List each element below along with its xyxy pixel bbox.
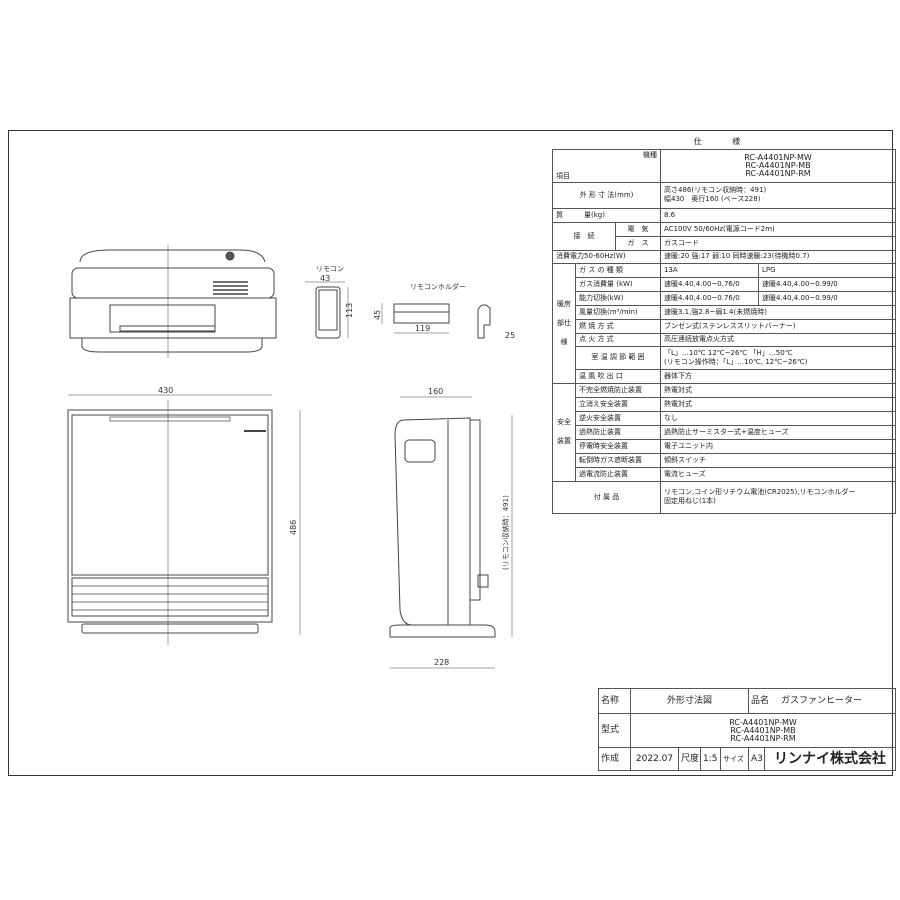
row-value: 傾斜スイッチ (659, 452, 897, 468)
svg-text:430: 430 (158, 386, 173, 395)
svg-text:25: 25 (505, 331, 515, 340)
size: A3 (748, 747, 766, 771)
row-label: 室 温 調 節 範 囲 (575, 345, 661, 370)
elec-value: AC100V 50/60Hz(電源コード2m) (659, 221, 897, 237)
product-label: 品名 (751, 695, 770, 706)
row-label: 過熱防止装置 (575, 424, 661, 440)
spec-title: 仕 様 (552, 135, 896, 150)
row-value: 電子ユニット内 (659, 438, 897, 454)
row-label: 立消え安全装置 (575, 396, 661, 412)
row-label: 温 風 吹 出 口 (575, 368, 661, 384)
dims-value: 高さ486(リモコン収納時：491)幅430 奥行160 (ベース228) (659, 181, 897, 209)
svg-text:45: 45 (373, 310, 382, 320)
knob-icon (225, 251, 235, 261)
connection-label: 接 続 (552, 221, 616, 251)
row-label: 過電流防止装置 (575, 466, 661, 482)
row-label: ガス消費量 (kW) (575, 276, 661, 292)
row-label: 逆火安全装置 (575, 410, 661, 426)
row-value: ブンゼン式(ステンレススリットバーナー) (659, 318, 897, 334)
front-view: 430 486 (67, 386, 301, 645)
power-value: 速暖:20 強:17 弱:10 同時速暖:23(待機時0.7) (659, 249, 897, 264)
row-value: 熱電対式 (659, 396, 897, 412)
row-value: 「L」…10℃ 12℃~26℃ 「H」…50℃(リモコン操作時：「L」…10℃,… (659, 345, 897, 370)
svg-text:119: 119 (415, 324, 430, 333)
gas-value: ガスコード (659, 235, 897, 251)
svg-text:113: 113 (345, 303, 354, 318)
row-label: 点 火 方 式 (575, 332, 661, 347)
svg-text:43: 43 (320, 274, 330, 283)
row-label: 停電時安全装置 (575, 438, 661, 454)
value-13a: 速暖4.40,4.00~0.76/0 (660, 276, 759, 292)
company-name: リンナイ株式会社 (764, 747, 897, 771)
name-label: 名称 (598, 688, 631, 714)
row-value: 電流ヒューズ (659, 466, 897, 482)
top-view (69, 245, 277, 358)
safety-group: 安全装置 (552, 382, 576, 482)
header-cell: 機種項目 (552, 148, 661, 183)
scale-label: 尺度 (678, 747, 701, 771)
remote-holder-drawing: リモコンホルダー 119 45 25 (373, 282, 515, 340)
product-cell: 品名ガスファンヒーター (748, 688, 897, 714)
value-lpg: 速暖4.40,4.00~0.99/0 (757, 290, 897, 306)
power-label: 消費電力50-60Hz(W) (552, 249, 661, 264)
svg-text:228: 228 (434, 658, 449, 667)
size-label: サイズ (719, 747, 750, 771)
row-label: 転倒時ガス遮断装置 (575, 452, 661, 468)
row-value: 器体下方 (659, 368, 897, 384)
row-value: 速暖3.1,強2.8~弱1.4(未燃焼時) (659, 304, 897, 320)
row-label: ガ ス の 種 類 (575, 262, 661, 278)
row-value: 熱電対式 (659, 382, 897, 398)
value-13a: 速暖4.40,4.00~0.76/0 (660, 290, 759, 306)
row-value: なし (659, 410, 897, 426)
row-value: 高圧連続放電点火方式 (659, 332, 897, 347)
created-label: 作成 (598, 747, 631, 771)
heating-group: 暖房部仕様 (552, 262, 576, 384)
row-label: 能力切換(kW) (575, 290, 661, 306)
gas-label: ガ ス (615, 235, 661, 251)
dims-label: 外 形 寸 法(mm) (552, 181, 661, 209)
svg-text:リモコンホルダー: リモコンホルダー (410, 282, 466, 291)
row-label: 風量切換(m³/min) (575, 304, 661, 320)
svg-text:486: 486 (289, 520, 298, 535)
svg-text:160: 160 (428, 387, 443, 396)
value-lpg: 速暖4.40,4.00~0.99/0 (757, 276, 897, 292)
value-lpg: LPG (757, 262, 897, 278)
date: 2022.07 (630, 747, 679, 771)
mass-label: 質 量(kg) (552, 207, 661, 223)
value-13a: 13A (660, 262, 759, 278)
accessories-value: リモコン,コイン形リチウム電池(CR2025),リモコンホルダー固定用ねじ(1本… (659, 480, 897, 514)
side-view: 160 228 (リモコン収納時：491) (389, 387, 513, 669)
accessories-label: 付 属 品 (552, 480, 661, 514)
product-name: ガスファンヒーター (781, 695, 863, 706)
svg-text:(リモコン収納時：491): (リモコン収納時：491) (501, 495, 510, 570)
svg-text:リモコン: リモコン (316, 265, 344, 273)
scale: 1:5 (700, 747, 721, 771)
remote-drawing: リモコン 43 113 (305, 265, 354, 339)
drawing-name: 外形寸法図 (629, 688, 750, 714)
model-label: 型式 (598, 713, 631, 748)
row-label: 燃 焼 方 式 (575, 318, 661, 334)
row-value: 過熱防止サーミスター式+温度ヒューズ (659, 424, 897, 440)
row-label: 不完全燃焼防止装置 (575, 382, 661, 398)
elec-label: 電 気 (615, 221, 661, 237)
mass-value: 8.6 (659, 207, 897, 223)
